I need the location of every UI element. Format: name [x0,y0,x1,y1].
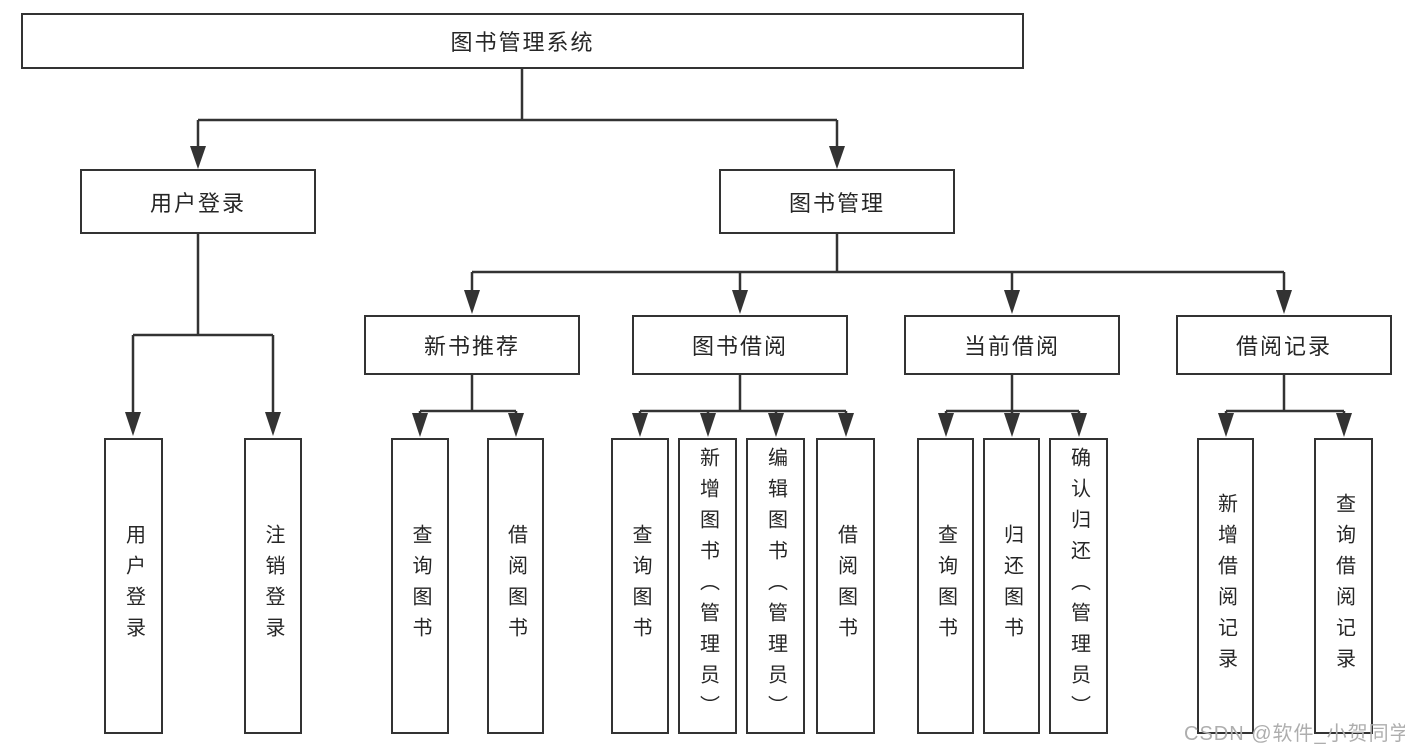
connector-user-login-group [125,233,281,436]
node-new-book-recommend-label: 新书推荐 [423,334,520,359]
csdn-watermark: CSDN @软件_小贺同学 [1184,723,1405,745]
node-current-borrow-label: 当前借阅 [963,334,1060,359]
node-book-borrow: 图书借阅 [632,315,848,375]
node-book-management-module-label: 图书管理 [788,190,885,216]
node-user-login-module-label: 用户登录 [149,190,246,216]
leaf-add-books-admin: 新增图书（管理员） [678,438,737,734]
connector-book-management-group [464,233,1292,314]
leaf-confirm-return-admin-label: 确认归还（管理员） [1067,446,1090,726]
leaf-user-login: 用户登录 [104,438,163,734]
leaf-query-books-borrow: 查询图书 [611,438,669,734]
leaf-return-books-label: 归还图书 [1000,524,1023,648]
node-library-system: 图书管理系统 [21,13,1024,69]
node-book-borrow-label: 图书借阅 [691,334,788,359]
connector-borrow-record-group [1218,374,1352,437]
leaf-logout-label: 注销登录 [262,524,284,648]
leaf-borrow-books-recommend: 借阅图书 [487,438,544,734]
leaf-add-books-admin-label: 新增图书（管理员） [696,446,719,726]
leaf-user-login-label: 用户登录 [122,524,145,648]
node-borrow-record-label: 借阅记录 [1235,334,1332,359]
connector-root-to-level2 [190,69,845,169]
node-borrow-record: 借阅记录 [1176,315,1392,375]
node-current-borrow: 当前借阅 [904,315,1120,375]
leaf-borrow-books-recommend-label: 借阅图书 [504,524,527,648]
leaf-query-borrow-record: 查询借阅记录 [1314,438,1373,734]
leaf-query-books-borrow-label: 查询图书 [629,524,651,648]
leaf-logout: 注销登录 [244,438,302,734]
node-new-book-recommend: 新书推荐 [364,315,580,375]
leaf-add-borrow-record-label: 新增借阅记录 [1214,493,1237,679]
leaf-return-books: 归还图书 [983,438,1040,734]
leaf-query-books-current: 查询图书 [917,438,974,734]
leaf-query-books-current-label: 查询图书 [934,524,957,648]
leaf-confirm-return-admin: 确认归还（管理员） [1049,438,1108,734]
connector-book-borrow-group [632,374,854,437]
leaf-borrow-books-label: 借阅图书 [834,524,857,648]
node-book-management-module: 图书管理 [719,169,955,234]
leaf-query-books-recommend: 查询图书 [391,438,449,734]
connector-current-borrow-group [938,374,1087,437]
node-library-system-label: 图书管理系统 [450,30,595,55]
leaf-edit-books-admin-label: 编辑图书（管理员） [764,446,787,726]
leaf-query-borrow-record-label: 查询借阅记录 [1332,493,1355,679]
leaf-borrow-books: 借阅图书 [816,438,875,734]
node-user-login-module: 用户登录 [80,169,316,234]
leaf-query-books-recommend-label: 查询图书 [409,524,431,648]
connector-new-book-group [412,374,524,437]
leaf-edit-books-admin: 编辑图书（管理员） [746,438,805,734]
leaf-add-borrow-record: 新增借阅记录 [1197,438,1254,734]
